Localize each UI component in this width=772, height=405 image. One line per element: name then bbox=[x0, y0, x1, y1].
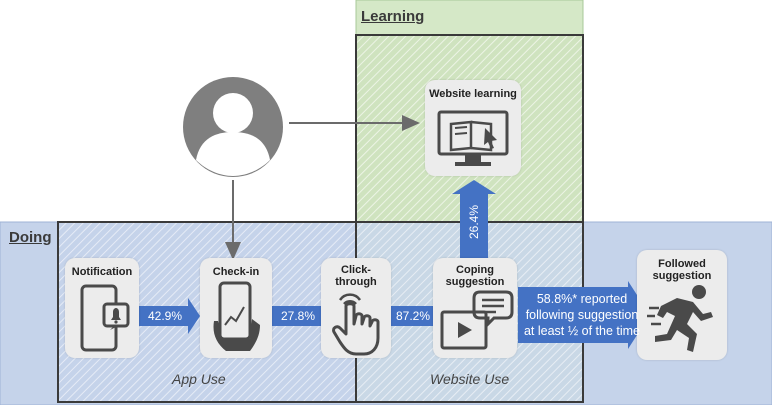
running-person-icon bbox=[647, 285, 713, 352]
callout-line2: following suggestion bbox=[525, 308, 639, 322]
coping-title-line2: suggestion bbox=[445, 276, 505, 288]
video-chat-icon bbox=[440, 290, 514, 350]
arrow-coping-learning bbox=[452, 180, 496, 262]
followed-suggestion-card: Followed suggestion bbox=[637, 250, 727, 360]
app-use-caption: App Use bbox=[172, 371, 226, 387]
monitor-book-icon bbox=[437, 110, 509, 166]
phone-hand-chart-icon bbox=[213, 281, 260, 351]
arrow-notification-checkin bbox=[139, 298, 200, 334]
coping-suggestion-card: Coping suggestion bbox=[433, 258, 517, 358]
user-avatar-icon bbox=[183, 77, 283, 177]
followed-title-line2: suggestion bbox=[652, 270, 712, 282]
arrow-clickthrough-coping bbox=[391, 298, 445, 334]
notification-card: Notification bbox=[65, 258, 139, 358]
website-learning-card: Website learning bbox=[425, 80, 521, 176]
doing-label: Doing bbox=[9, 229, 52, 246]
callout-line1: 58.8%* reported bbox=[536, 292, 628, 306]
phone-bell-icon bbox=[80, 284, 130, 352]
website-learning-title: Website learning bbox=[429, 88, 517, 100]
rate-coping-learning: 26.4% bbox=[467, 204, 481, 240]
clickthrough-title-line1: Click- bbox=[341, 264, 371, 276]
checkin-card: Check-in bbox=[200, 258, 272, 358]
callout-line3: at least ½ of the time bbox=[523, 324, 641, 338]
rate-checkin-clickthrough: 27.8% bbox=[280, 309, 316, 323]
tap-hand-icon bbox=[332, 293, 380, 356]
clickthrough-title-line2: through bbox=[335, 276, 377, 288]
rate-clickthrough-coping: 87.2% bbox=[395, 309, 431, 323]
rate-notification-checkin: 42.9% bbox=[147, 309, 183, 323]
clickthrough-card: Click- through bbox=[321, 258, 391, 358]
arrow-checkin-clickthrough bbox=[272, 298, 333, 334]
arrow-coping-followed bbox=[518, 281, 650, 349]
checkin-title: Check-in bbox=[212, 266, 260, 278]
website-use-caption: Website Use bbox=[430, 371, 510, 387]
learning-label: Learning bbox=[361, 8, 425, 25]
notification-title: Notification bbox=[71, 266, 133, 278]
followed-title-line1: Followed bbox=[658, 258, 706, 270]
coping-title-line1: Coping bbox=[456, 264, 494, 276]
